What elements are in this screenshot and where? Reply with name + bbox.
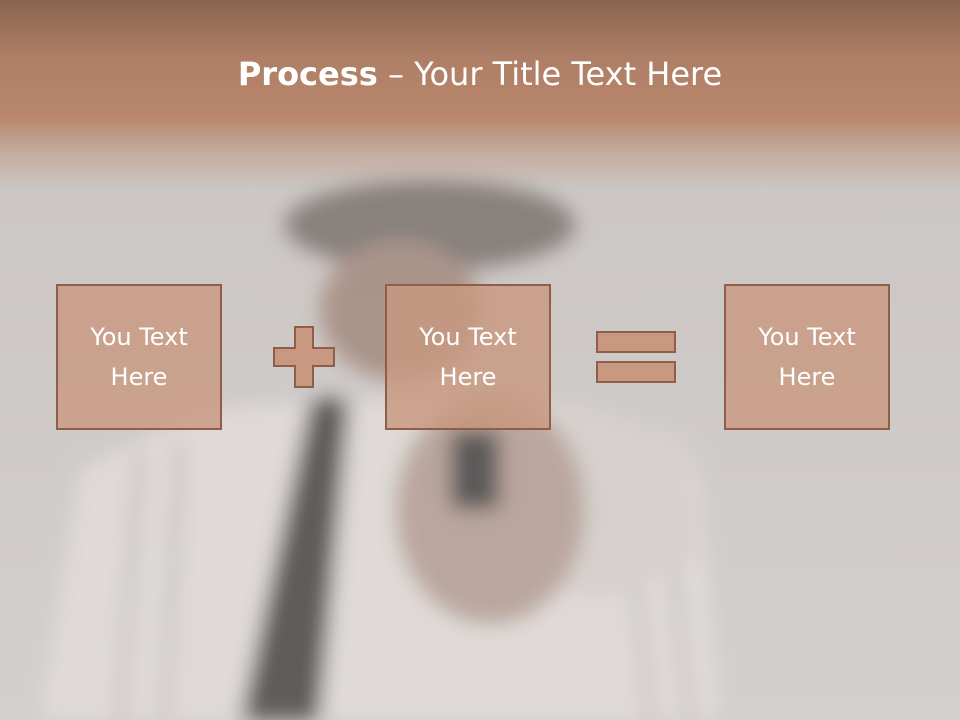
process-box-1-text: You Text Here: [90, 323, 188, 391]
header-band: [0, 0, 960, 190]
title-rest: – Your Title Text Here: [377, 55, 723, 93]
equals-icon: [596, 331, 676, 383]
process-box-3-text: You Text Here: [758, 323, 856, 391]
slide-title: Process – Your Title Text Here: [0, 52, 960, 96]
plus-icon: [273, 326, 335, 388]
process-box-3: You Text Here: [724, 284, 890, 430]
process-box-2: You Text Here: [385, 284, 551, 430]
process-box-2-text: You Text Here: [419, 323, 517, 391]
title-bold: Process: [237, 55, 378, 93]
process-box-1: You Text Here: [56, 284, 222, 430]
